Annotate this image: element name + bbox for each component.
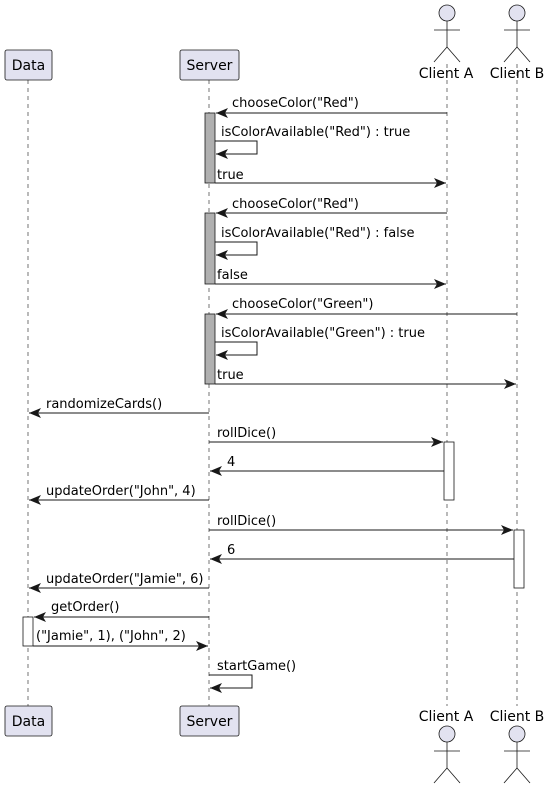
message-dice-result-b: 6 [210,543,514,564]
actor-client-a-bottom: Client A [419,709,474,784]
message-randomize-cards: randomizeCards() [29,397,209,418]
message-label: getOrder() [51,600,119,615]
arrowhead [210,554,222,564]
arrowhead [501,525,513,535]
participant-label: Server [187,714,233,730]
arrowhead [434,178,446,188]
activation-server [204,313,216,385]
message-get-order: getOrder() [34,600,209,622]
participant-label: Data [12,58,45,74]
message-self-start-game: startGame() [209,659,296,693]
message-label: isColorAvailable("Red") : false [221,226,415,241]
arrowhead [504,379,516,389]
arrowhead [29,583,41,593]
actor-client-a-top: Client A [419,4,474,82]
participant-server-top: Server [179,49,240,81]
message-label: 4 [227,455,235,470]
message-label: rollDice() [217,426,276,441]
message-label: randomizeCards() [46,397,162,412]
arrowhead [210,683,222,693]
message-return-false: false [215,268,446,289]
message-order-result: ("Jamie", 1), ("John", 2) [33,629,208,651]
message-update-order-john: updateOrder("John", 4) [29,484,209,505]
message-label: rollDice() [217,514,276,529]
message-return-true: true [215,168,446,188]
message-label: 6 [227,543,235,558]
message-roll-dice-b: rollDice() [209,514,513,535]
arrowhead [216,208,228,218]
activation-data [22,616,34,647]
message-label: chooseColor("Red") [232,96,359,111]
actor-icon [508,725,526,743]
message-label: isColorAvailable("Red") : true [221,125,410,140]
message-label: updateOrder("Jamie", 6) [46,572,203,587]
message-label: true [217,368,244,383]
arrowhead [210,466,222,476]
participant-label: Client A [419,709,474,725]
message-label: chooseColor("Red") [232,197,359,212]
arrowhead [216,350,228,360]
participant-label: Client A [419,66,474,82]
arrowhead [216,250,228,260]
activation-client-a [443,441,455,501]
participant-data-top: Data [4,49,53,81]
message-self-is-color-available: isColorAvailable("Red") : false [215,226,415,260]
actor-client-b-top: Client B [490,4,545,82]
arrowhead [216,149,228,159]
arrowhead [29,408,41,418]
participant-server-bottom: Server [179,705,240,737]
message-label: ("Jamie", 1), ("John", 2) [36,629,186,644]
message-roll-dice-a: rollDice() [209,426,443,447]
message-self-is-color-available: isColorAvailable("Red") : true [215,125,410,159]
arrowhead [434,279,446,289]
message-update-order-jamie: updateOrder("Jamie", 6) [29,572,209,593]
arrowhead [29,495,41,505]
message-choose-color-green-b: chooseColor("Green") [216,297,517,319]
message-label: false [217,268,248,283]
message-self-is-color-available: isColorAvailable("Green") : true [215,326,425,360]
activation-server [204,112,216,184]
message-choose-color-red-a: chooseColor("Red") [216,197,447,218]
message-label: updateOrder("John", 4) [46,484,196,499]
participant-label: Server [187,58,233,74]
arrowhead [431,437,443,447]
participant-data-bottom: Data [4,705,53,737]
participant-label: Data [12,714,45,730]
message-choose-color-red-a: chooseColor("Red") [216,96,447,118]
message-label: isColorAvailable("Green") : true [221,326,425,341]
message-return-true-b: true [215,368,516,389]
actor-client-b-bottom: Client B [490,709,545,784]
participant-label: Client B [490,66,545,82]
actor-icon [508,4,526,22]
activation-client-b [513,529,525,589]
actor-icon [438,725,456,743]
arrowhead [216,309,228,319]
message-label: true [217,168,244,183]
participant-label: Client B [490,709,545,725]
arrowhead [216,108,228,118]
arrowhead [196,641,208,651]
message-label: chooseColor("Green") [232,297,373,312]
arrowhead [34,612,46,622]
message-dice-result-a: 4 [210,455,444,476]
actor-icon [438,4,456,22]
activation-server [204,212,216,285]
message-label: startGame() [217,659,296,674]
